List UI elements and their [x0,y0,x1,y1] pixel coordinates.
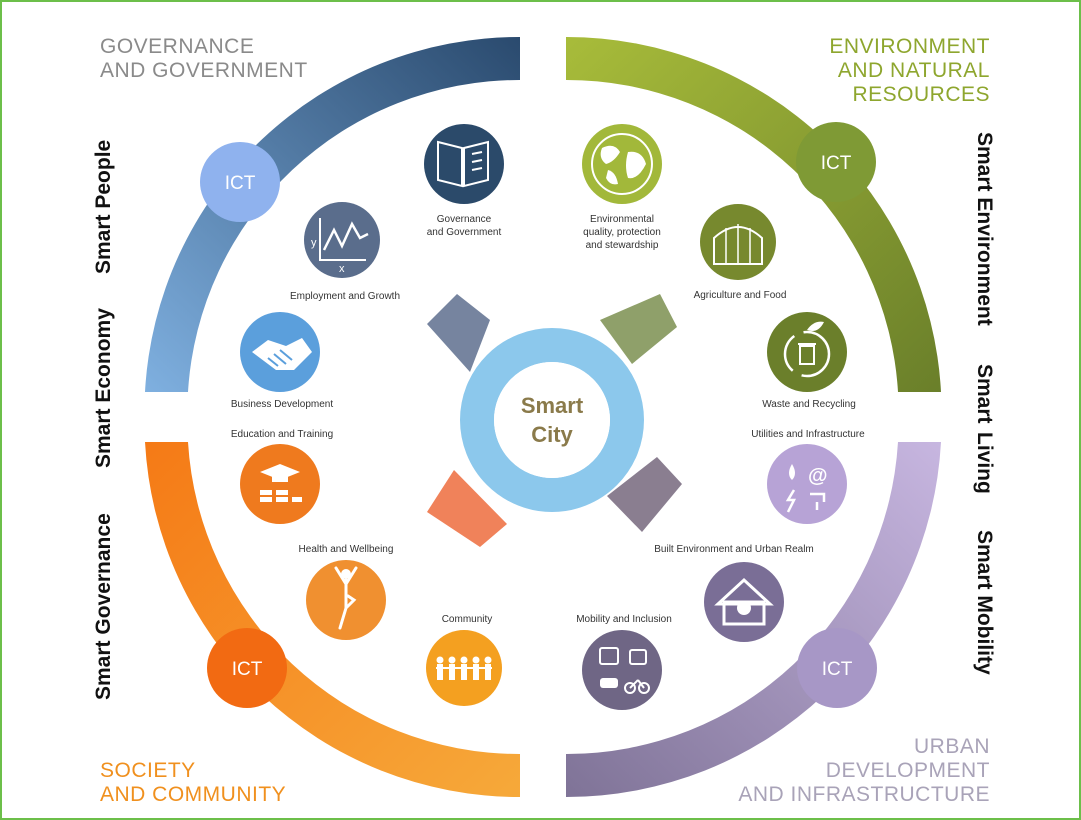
icon-glyph-text: GOVERNANCE [100,35,254,58]
yoga-person-icon [306,560,386,640]
icon-glyph-text: x [339,263,345,275]
pointer-society [427,470,507,547]
book-icon [424,124,504,204]
icon-glyph-text: @ [808,465,828,487]
label-built: Built Environment and Urban Realm [654,544,814,555]
icon-glyph-text: ICT [232,659,263,680]
side-label-living: Living [973,432,996,494]
side-label-smart: Smart [973,364,996,424]
pointer-environment [600,294,677,364]
ict-badge-governance: ICT [200,142,280,222]
transport-icon [582,630,662,710]
line-chart-icon: y x [304,202,380,278]
label-community: Community [442,614,493,625]
icon-glyph-text: ICT [821,153,852,174]
urban-arc [566,442,941,798]
label-governance-1: Governance [437,214,492,225]
icon-glyph-text: ENVIRONMENT [829,35,990,58]
greenhouse-icon [700,204,776,280]
globe-icon [582,124,662,204]
label-environmental-1: Environmental [590,214,654,225]
smart-city-hub: Smart City [460,328,644,512]
icon-glyph-text: AND INFRASTRUCTURE [738,783,990,806]
icon-glyph-text: DEVELOPMENT [826,759,990,782]
ict-badge-environment: ICT [796,122,876,202]
label-education: Education and Training [231,429,333,440]
icon-glyph-text: ICT [225,173,256,194]
icon-glyph-text: y [311,237,317,249]
label-governance-2: and Government [427,227,502,238]
corner-title-top-right: ENVIRONMENT AND NATURAL RESOURCES [829,35,990,106]
label-employment: Employment and Growth [290,291,400,302]
label-environmental-2: quality, protection [583,227,661,238]
label-environmental-3: and stewardship [586,240,659,251]
corner-title-top-left: GOVERNANCE AND GOVERNMENT [100,35,308,82]
label-business: Business Development [231,399,333,410]
handshake-icon [240,312,320,392]
icon-glyph-text: AND NATURAL [838,59,990,82]
side-label-smart-mobility: Smart Mobility [973,530,996,675]
center-line-1: Smart [521,393,584,418]
graduation-icon [240,444,320,524]
ict-badge-society: ICT [207,628,287,708]
house-globe-icon [704,562,784,642]
pointer-urban [607,457,682,532]
label-agriculture: Agriculture and Food [694,290,787,301]
recycling-icon [767,312,847,392]
ict-badge-urban: ICT [797,628,877,708]
label-utilities: Utilities and Infrastructure [751,429,865,440]
icon-glyph-text: URBAN [914,735,990,758]
people-group-icon [426,630,502,706]
side-label-smart-governance: Smart Governance [92,513,115,700]
side-label-smart-environment: Smart Environment [973,132,996,326]
icon-glyph-text: ICT [822,659,853,680]
center-line-2: City [531,422,573,447]
side-label-smart-people: Smart People [92,140,115,274]
label-health: Health and Wellbeing [299,544,394,555]
icon-glyph-text: AND COMMUNITY [100,783,286,806]
side-label-smart-economy: Smart Economy [92,308,115,468]
utilities-icon: @ [767,444,847,524]
corner-title-bottom-left: SOCIETY AND COMMUNITY [100,759,286,806]
environment-arc [566,36,941,392]
icon-glyph-text: AND GOVERNMENT [100,59,308,82]
icon-glyph-text: SOCIETY [100,759,196,782]
corner-title-bottom-right: URBAN DEVELOPMENT AND INFRASTRUCTURE [738,735,990,806]
label-mobility: Mobility and Inclusion [576,614,672,625]
pointer-governance [427,294,490,372]
icon-glyph-text: RESOURCES [852,83,990,106]
society-arc [145,442,520,798]
label-waste: Waste and Recycling [762,399,856,410]
